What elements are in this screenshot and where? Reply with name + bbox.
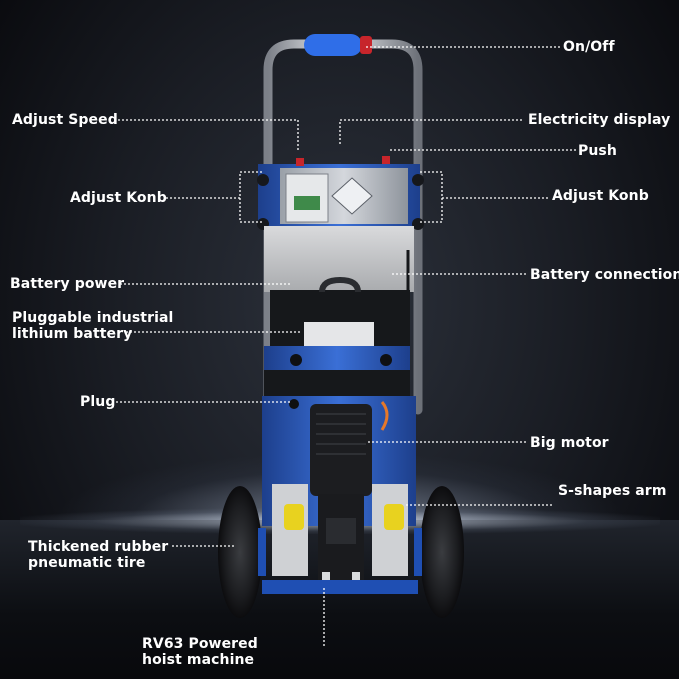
handle-grip bbox=[304, 34, 362, 56]
roller-right bbox=[384, 504, 404, 530]
gearbox-bolt-right bbox=[352, 572, 360, 582]
label-on-off: On/Off bbox=[563, 39, 615, 55]
label-battery-power: Battery power bbox=[10, 276, 125, 292]
label-lithium-battery: Pluggable industrial lithium battery bbox=[12, 310, 174, 342]
on-off-switch bbox=[360, 36, 372, 54]
label-s-shapes-arm: S-shapes arm bbox=[558, 483, 667, 499]
label-adjust-knob-right: Adjust Konb bbox=[552, 188, 649, 204]
label-electricity-display: Electricity display bbox=[528, 112, 671, 128]
roller-left bbox=[284, 504, 304, 530]
big-motor bbox=[310, 404, 372, 496]
label-pneumatic-tire: Thickened rubber pneumatic tire bbox=[28, 539, 169, 571]
tray-knob-right bbox=[380, 354, 392, 366]
plug-socket bbox=[289, 399, 299, 409]
knob-right-top bbox=[412, 174, 424, 186]
knob-left-top bbox=[257, 174, 269, 186]
tray-knob-left bbox=[290, 354, 302, 366]
label-rv63-hoist: RV63 Powered hoist machine bbox=[142, 636, 258, 668]
warning-sticker bbox=[331, 177, 373, 215]
label-plug: Plug bbox=[80, 394, 116, 410]
label-big-motor: Big motor bbox=[530, 435, 609, 451]
tire-left bbox=[218, 486, 262, 618]
base-plate bbox=[262, 580, 418, 594]
motor-cable bbox=[380, 401, 389, 431]
hub-left bbox=[258, 528, 266, 576]
label-adjust-speed: Adjust Speed bbox=[12, 112, 118, 128]
hub-right bbox=[414, 528, 422, 576]
battery-handle bbox=[319, 276, 361, 293]
gearbox-face bbox=[326, 518, 356, 544]
label-battery-connection: Battery connection bbox=[530, 267, 679, 283]
push-button bbox=[382, 156, 390, 164]
label-adjust-knob-left: Adjust Konb bbox=[70, 190, 167, 206]
electricity-display bbox=[294, 196, 320, 210]
gearbox-bolt-left bbox=[322, 572, 330, 582]
speed-button bbox=[296, 158, 304, 166]
battery-label bbox=[304, 322, 374, 346]
tire-right bbox=[420, 486, 464, 618]
label-push: Push bbox=[578, 143, 617, 159]
